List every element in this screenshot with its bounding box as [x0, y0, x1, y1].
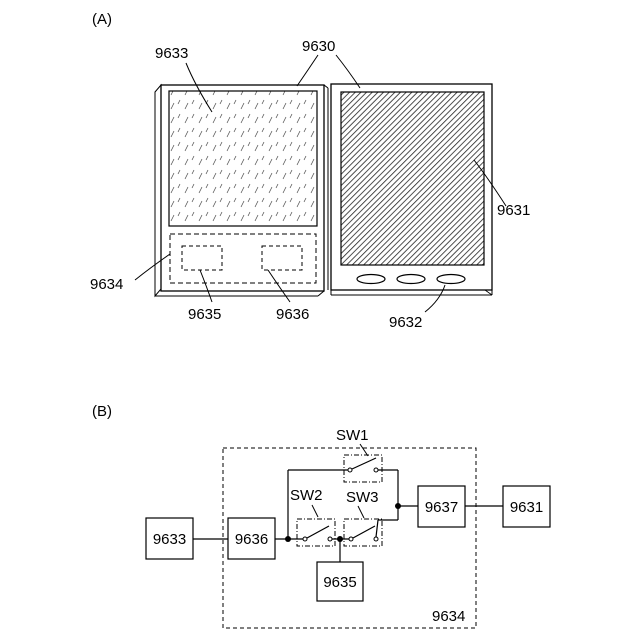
sw1-leader	[360, 444, 368, 456]
sw3-leader	[358, 506, 364, 518]
ref-9632: 9632	[389, 314, 422, 331]
switch-sw3	[344, 519, 382, 546]
ref-9636: 9636	[276, 306, 309, 323]
button-3	[437, 275, 465, 284]
block-9635-label: 9635	[323, 574, 356, 591]
label-sw2: SW2	[290, 487, 323, 504]
figure-b: (B) 9634	[92, 403, 550, 628]
block-9633: 9633	[146, 518, 193, 559]
button-2	[397, 275, 425, 284]
switch-sw1	[344, 455, 382, 482]
ref-9634: 9634	[90, 276, 123, 293]
block-9636: 9636	[228, 518, 275, 559]
junction-2	[337, 536, 343, 542]
block-9631: 9631	[503, 486, 550, 527]
label-sw3: SW3	[346, 489, 379, 506]
ref-9634-b: 9634	[432, 608, 465, 625]
figure-a-label: (A)	[92, 11, 112, 28]
ref-9631: 9631	[497, 202, 530, 219]
display-9631	[341, 92, 484, 265]
block-9631-label: 9631	[510, 499, 543, 516]
sw2-leader	[312, 505, 318, 517]
ref-9635: 9635	[188, 306, 221, 323]
switch-sw2	[297, 519, 335, 546]
block-9636-label: 9636	[235, 531, 268, 548]
display-9633	[169, 91, 317, 226]
junction-1	[285, 536, 291, 542]
junction-3	[395, 503, 401, 509]
figure-a: (A)	[90, 11, 530, 331]
block-9635: 9635	[317, 562, 363, 601]
block-9637: 9637	[418, 486, 465, 527]
label-sw1: SW1	[336, 427, 369, 444]
block-9633-label: 9633	[153, 531, 186, 548]
button-1	[357, 275, 385, 284]
ref-9633: 9633	[155, 45, 188, 62]
figure-b-label: (B)	[92, 403, 112, 420]
ref-9630: 9630	[302, 38, 335, 55]
block-9637-label: 9637	[425, 499, 458, 516]
